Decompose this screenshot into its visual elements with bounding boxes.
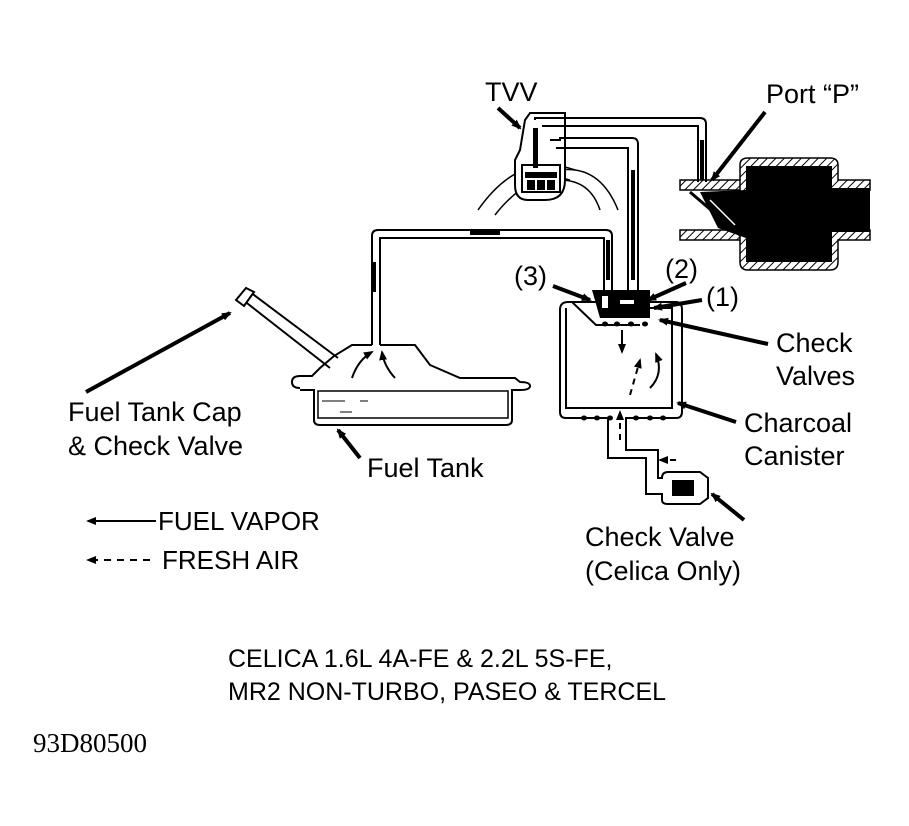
label-num-1: (1) xyxy=(706,282,739,312)
caption-line-2: MR2 NON-TURBO, PASEO & TERCEL xyxy=(228,678,666,706)
charcoal-canister xyxy=(559,290,709,505)
label-charcoal-canister-2: Canister xyxy=(744,441,845,471)
label-check-valves-2: Valves xyxy=(776,361,855,391)
figure-code: 93D80500 xyxy=(33,728,147,758)
fuel-tank-leader xyxy=(336,428,362,460)
label-num-3: (3) xyxy=(514,261,547,291)
leader-arrows xyxy=(85,106,769,522)
label-check-valve-celica-2: (Celica Only) xyxy=(585,556,741,586)
label-num-2: (2) xyxy=(665,254,698,284)
legend: FUEL VAPOR FRESH AIR xyxy=(86,506,320,575)
vacuum-line-port-p xyxy=(534,117,707,182)
throttle-body xyxy=(679,157,871,271)
fuel-tank xyxy=(234,286,532,426)
label-port-p: Port “P” xyxy=(766,79,859,109)
celica-check-valve-leader xyxy=(710,492,746,522)
caption-line-1: CELICA 1.6L 4A-FE & 2.2L 5S-FE, xyxy=(228,645,612,673)
legend-item-fuel-vapor: FUEL VAPOR xyxy=(86,506,320,536)
label-charcoal-canister-1: Charcoal xyxy=(744,408,852,438)
tvv-leader xyxy=(496,106,522,130)
legend-label-fuel-vapor: FUEL VAPOR xyxy=(158,506,320,536)
num-3-leader xyxy=(552,284,592,302)
tvv-valve xyxy=(477,112,619,216)
num-2-leader xyxy=(646,281,687,302)
purge-line xyxy=(550,137,639,292)
check-valves-leader xyxy=(658,317,769,346)
vapor-line-tank xyxy=(371,229,613,345)
charcoal-canister-leader xyxy=(676,401,737,424)
legend-label-fresh-air: FRESH AIR xyxy=(162,545,299,575)
label-fuel-tank: Fuel Tank xyxy=(367,453,484,483)
legend-item-fresh-air: FRESH AIR xyxy=(86,545,299,575)
label-check-valves-1: Check xyxy=(776,328,853,358)
num-1-leader xyxy=(652,298,703,311)
port-p-leader xyxy=(710,110,767,182)
label-check-valve-celica-1: Check Valve xyxy=(585,522,735,552)
label-tvv: TVV xyxy=(485,77,538,107)
label-fuel-tank-cap-1: Fuel Tank Cap xyxy=(68,397,242,427)
fuel-tank-cap-leader xyxy=(85,311,232,394)
label-fuel-tank-cap-2: & Check Valve xyxy=(68,431,243,461)
